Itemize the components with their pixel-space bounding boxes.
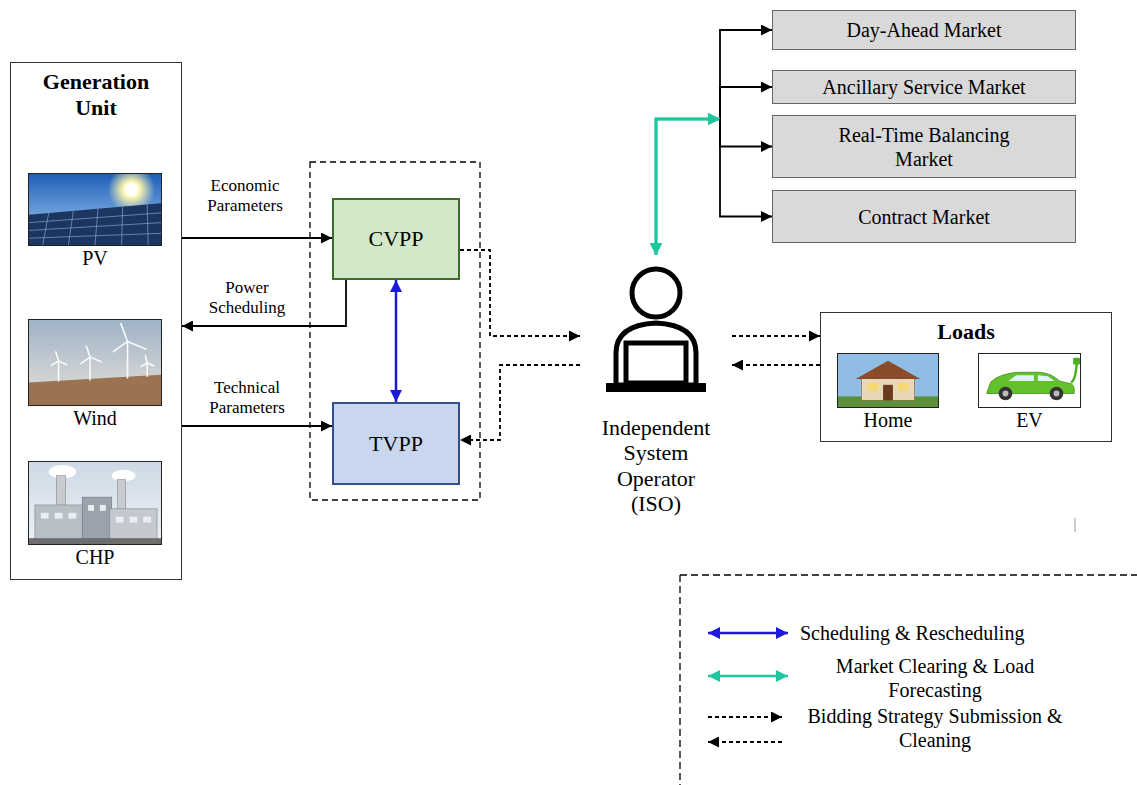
photo-node: Wind [28,319,162,430]
image-use [29,320,161,405]
node-text: CHP [28,545,162,569]
person-icon [580,255,732,415]
market-box: Ancillary Service Market [772,70,1076,104]
image-use [838,354,938,407]
edge-label: Technical Parameters [190,378,304,417]
photo [28,319,162,406]
market-box: Real-Time Balancing Market [772,115,1076,178]
photo-node: EV [978,353,1081,432]
connector-line [656,119,720,255]
group-outline [310,162,480,500]
connector-line [732,364,820,366]
group-heading: Generation Unit [31,69,161,122]
process-box: TVPP [332,402,460,485]
connector [732,365,820,366]
market-box: Day-Ahead Market [772,10,1076,50]
connector-line [460,250,580,336]
connector-line [720,119,772,217]
node-text: Independent System Operator (ISO) [592,415,720,516]
market-box: Contract Market [772,190,1076,243]
connector [460,250,580,336]
edge-label: Power Scheduling [190,278,304,317]
image-use [606,269,706,392]
connector-line [182,425,332,427]
node-text: Real-Time Balancing Market [824,123,1024,171]
group-box: LoadsHome EV [820,312,1112,442]
photo [978,353,1081,408]
node-text: EV [978,408,1081,432]
connector-line [656,119,720,255]
photo-node: Home [837,353,939,432]
connector [182,238,332,239]
group-box: Generation UnitPV WindCHP [10,62,182,580]
connector [656,87,772,255]
connector [732,336,820,337]
image-use [29,173,161,245]
connector [656,119,772,255]
connector [656,30,772,255]
connector-line [395,280,398,402]
edge-label: Economic Parameters [188,176,302,215]
node-text: CVPP [368,226,423,252]
legend-frame [680,575,1137,785]
process-box: CVPP [332,198,460,280]
connector [182,426,332,427]
group-heading: Loads [821,319,1111,345]
photo [28,173,162,246]
image-use [979,354,1080,407]
legend-sample [708,675,788,678]
tick-mark [1075,518,1076,532]
photo-node: PV [28,173,162,270]
connector-line [182,237,332,239]
connector-line [656,119,720,255]
legend-text: Scheduling & Rescheduling [800,621,1120,645]
node-text: TVPP [369,431,423,457]
node-text: Contract Market [858,205,990,229]
node-text: Home [837,408,939,432]
legend-sample [708,632,788,635]
photo [28,461,162,545]
connector-line [656,119,720,255]
connector [460,365,580,440]
connector-line [720,87,772,119]
connector-line [720,30,772,119]
photo-node: CHP [28,461,162,569]
node-text: Ancillary Service Market [822,75,1025,99]
connector-line [460,365,580,440]
legend-text: Bidding Strategy Submission & Cleaning [795,704,1075,752]
operator-node: Independent System Operator (ISO) [580,255,732,516]
image-use [29,462,161,544]
connector-line [732,335,820,337]
legend-text: Market Clearing & Load Forecasting [795,654,1075,702]
legend-sample [708,716,782,718]
node-text: Wind [28,406,162,430]
connector [656,119,772,255]
photo [837,353,939,408]
legend-sample [708,741,782,743]
node-text: Day-Ahead Market [847,18,1002,42]
node-text: PV [28,246,162,270]
connector-line [720,119,772,147]
connector [396,280,397,402]
